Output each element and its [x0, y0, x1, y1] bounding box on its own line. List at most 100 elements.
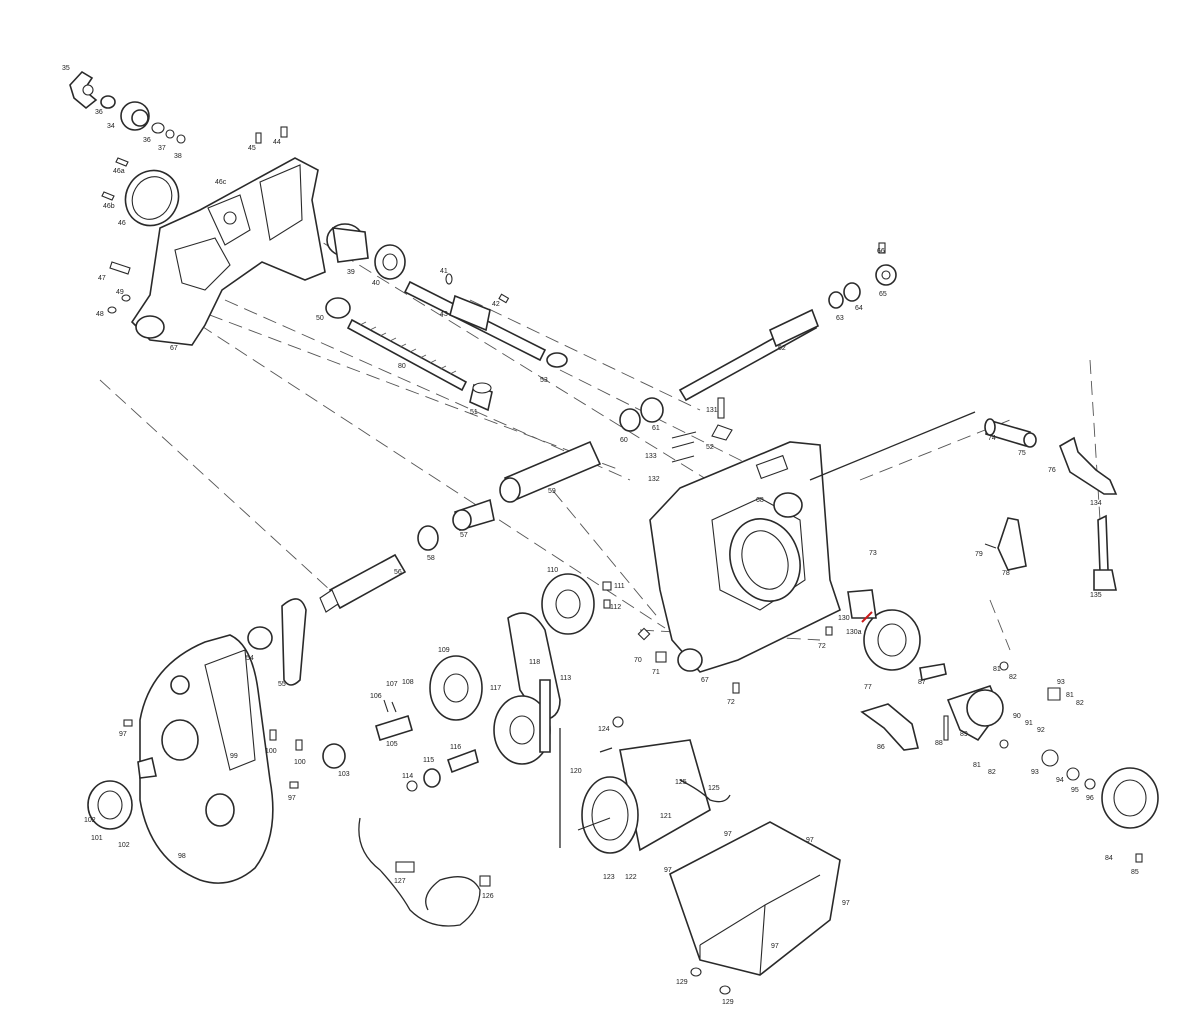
part-label: 53: [540, 377, 548, 384]
part-label: 118: [529, 659, 540, 666]
part-label: 134: [1090, 500, 1102, 507]
part-label: 60: [620, 437, 628, 444]
part-label: 100: [294, 759, 306, 766]
part-label: 99: [230, 753, 238, 760]
part-label: 93: [1057, 679, 1065, 686]
part-label: 73: [869, 550, 877, 557]
part-label: 111: [614, 583, 625, 590]
part-label: 97: [842, 900, 850, 907]
pulley-assembly: [429, 573, 612, 765]
part-label: 89: [960, 731, 968, 738]
part-label: 78: [1002, 570, 1010, 577]
part-label: 54: [246, 655, 254, 662]
part-label: 58: [427, 555, 435, 562]
part-label: 121: [660, 813, 672, 820]
part-label: 101: [91, 835, 103, 842]
right-lever-assembly: [809, 411, 1159, 863]
part-label: 52: [706, 444, 714, 451]
part-label: 49: [116, 289, 124, 296]
part-label: 120: [570, 768, 582, 775]
part-label: 75: [1018, 450, 1026, 457]
part-label: 96: [1086, 795, 1094, 802]
part-label: 102: [84, 817, 96, 824]
part-label: 39: [347, 269, 355, 276]
part-label: 102: [118, 842, 130, 849]
part-label: 130a: [846, 629, 862, 636]
chip-tray: [669, 821, 841, 995]
part-label: 126: [482, 893, 494, 900]
part-label: 105: [386, 741, 398, 748]
part-label: 129: [676, 979, 688, 986]
assembly-axis-lines: [99, 209, 1101, 651]
part-label: 46b: [103, 203, 115, 210]
part-label: 82: [1009, 674, 1017, 681]
part-label: 131: [706, 407, 718, 414]
part-label: 87: [918, 679, 926, 686]
part-label: 82: [1076, 700, 1084, 707]
part-label: 100: [265, 748, 277, 755]
part-label: 36: [143, 137, 151, 144]
part-label: 48: [96, 311, 104, 318]
part-label: 36: [95, 109, 103, 116]
part-label: 115: [423, 757, 434, 764]
part-label: 84: [1105, 855, 1113, 862]
part-label: 46a: [113, 168, 125, 175]
part-label: 38: [174, 153, 182, 160]
main-housing: [637, 397, 841, 694]
part-label: 114: [402, 773, 413, 780]
part-label: 82: [988, 769, 996, 776]
part-label: 112: [610, 604, 621, 611]
part-label: 67: [170, 345, 178, 352]
part-label: 74: [988, 435, 996, 442]
part-label: 130: [838, 615, 850, 622]
part-label: 64: [855, 305, 863, 312]
part-label: 42: [492, 301, 500, 308]
part-label: 97: [119, 731, 127, 738]
part-label: 132: [648, 476, 660, 483]
part-label: 56: [394, 569, 402, 576]
part-label: 59: [548, 488, 556, 495]
part-label: 85: [1131, 869, 1139, 876]
part-label: 66: [877, 248, 885, 255]
small-parts: [322, 699, 624, 792]
part-label: 103: [338, 771, 350, 778]
front-bracket-assembly: [69, 70, 326, 346]
part-label: 81: [1066, 692, 1074, 699]
part-label: 34: [107, 123, 115, 130]
part-label: 79: [975, 551, 983, 558]
part-label: 94: [1056, 777, 1064, 784]
part-label: 46c: [215, 179, 227, 186]
part-label: 127: [394, 878, 406, 885]
part-label: 113: [560, 675, 571, 682]
part-label: 46: [118, 220, 126, 227]
part-label: 93: [1031, 769, 1039, 776]
part-label: 37: [158, 145, 166, 152]
part-label: 117: [490, 685, 501, 692]
part-label: 62: [778, 345, 786, 352]
side-cover: [87, 634, 303, 884]
part-label: 44: [273, 139, 281, 146]
part-label: 86: [877, 744, 885, 751]
part-label: 116: [450, 744, 461, 751]
motor-assembly: [559, 728, 731, 854]
part-label: 125: [708, 785, 720, 792]
main-drive-shaft: [619, 242, 897, 432]
part-label: 110: [547, 567, 558, 574]
part-label: 72: [818, 643, 826, 650]
part-label: 61: [652, 425, 660, 432]
part-label: 91: [1025, 720, 1033, 727]
part-label: 81: [993, 666, 1001, 673]
part-labels: 35 36 34 36 37 38 45 44 46c 46a 46b 46 3…: [62, 65, 1139, 1006]
part-label: 97: [664, 867, 672, 874]
power-cord: [358, 817, 491, 927]
part-label: 88: [935, 740, 943, 747]
part-label: 45: [248, 145, 256, 152]
part-label: 35: [62, 65, 70, 72]
part-label: 97: [771, 943, 779, 950]
part-label: 50: [316, 315, 324, 322]
part-label: 67: [701, 677, 709, 684]
part-label: 109: [438, 647, 450, 654]
upper-shaft-assembly: [325, 223, 568, 412]
part-label: 125: [675, 779, 687, 786]
